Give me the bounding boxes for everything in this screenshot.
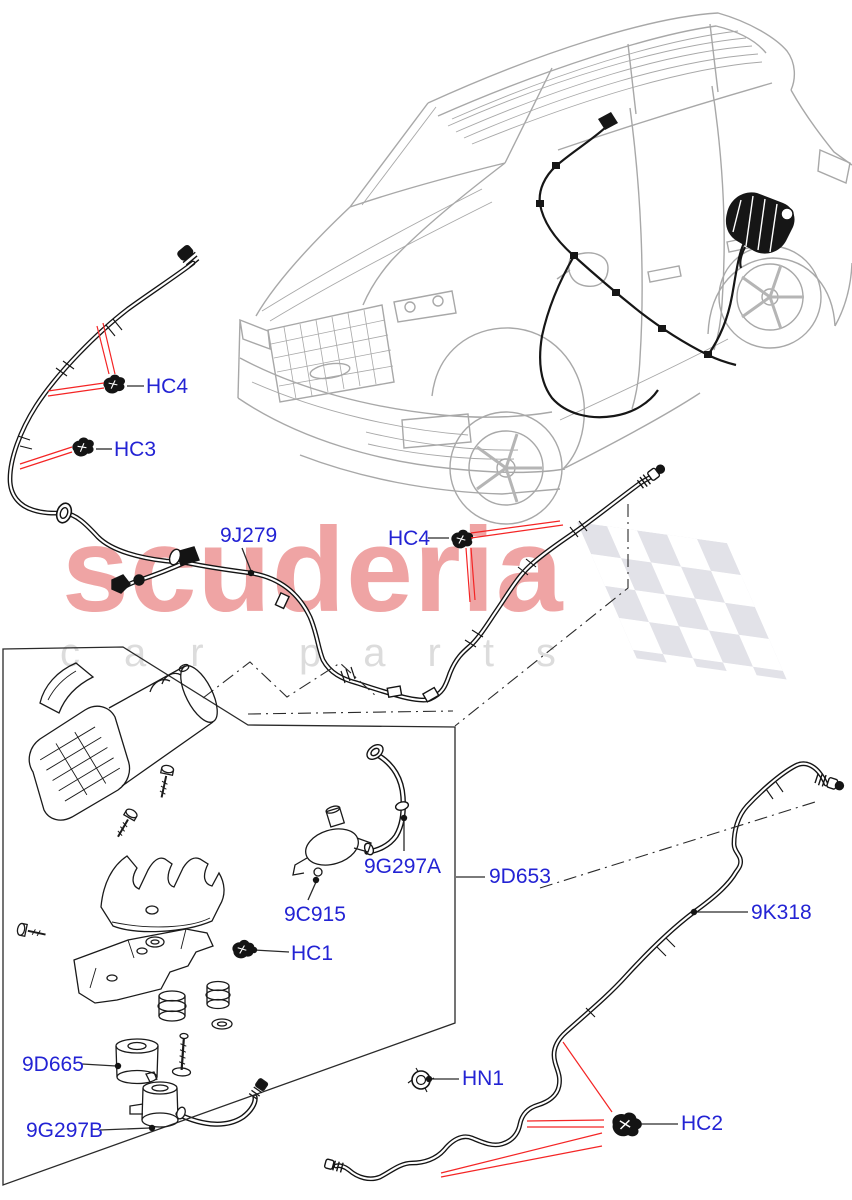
part-label-hc2[interactable]: HC2 [681,1112,724,1135]
tube-end-connector-top-left [177,245,200,268]
tube-clamp [274,591,290,610]
purge-valve [292,805,372,877]
tube-end-connector-right [636,464,666,489]
bolt [159,764,175,798]
bolt [117,808,138,838]
clip-hc4-upper [101,371,128,396]
part-label-hc4-lower[interactable]: HC4 [388,527,431,550]
branch-elbow-connector [111,574,131,594]
fastener-glyphs [69,371,644,1139]
tube-end-connector-9k318 [814,773,845,791]
washer [211,1018,233,1030]
watermark-brand-text: scuderia [62,503,564,637]
part-label-9g297b[interactable]: 9G297B [26,1119,104,1142]
part-label-hc4-upper[interactable]: HC4 [146,375,189,398]
grommet [55,502,73,524]
fuel-vapour-filter [115,1038,159,1085]
canister-kit-parts [16,662,372,1128]
vehicle-illustration [237,12,852,525]
part-label-9k318[interactable]: 9K318 [751,901,812,924]
stud-bolt [171,1032,192,1077]
leader-dots [114,569,698,1132]
part-label-hc3[interactable]: HC3 [114,438,157,461]
leak-detection-pump [129,1071,269,1128]
clip-hc4-lower [449,527,476,551]
part-label-9c915[interactable]: 9C915 [284,903,346,926]
rubber-bush [157,990,187,1022]
vehicle-fuel-vent-harness [536,112,795,419]
nut-hn1 [407,1067,435,1093]
tube-clamp [386,685,403,698]
hose-clamp [394,801,410,811]
part-label-hn1[interactable]: HN1 [462,1067,505,1090]
fuel-filler-assembly [725,192,795,254]
part-label-9d653[interactable]: 9D653 [489,865,551,888]
projection-lines [202,504,816,889]
watermark-tagline-parts: parts [299,631,598,675]
part-label-9d665[interactable]: 9D665 [22,1053,84,1076]
washer [145,936,165,948]
canister-bracket-lower [73,928,214,1004]
tube-fittings [17,245,845,1173]
canister-bracket-upper [100,855,225,933]
tube-end-fitting-bottom [323,1158,344,1173]
rubber-bush [205,980,231,1010]
vapour-tube-outlines [7,260,829,1182]
leader-lines [81,385,748,1131]
canister-cover [39,662,95,714]
tube-clamp [421,686,440,703]
bolt [16,922,46,938]
hose-9g297a-connector [366,744,384,760]
part-label-9g297a[interactable]: 9G297A [364,855,442,878]
clip-hc3 [69,434,98,460]
vapour-tube-cores [8,261,828,1180]
canister-kit-box [2,646,456,1186]
part-label-9j279[interactable]: 9J279 [220,524,278,547]
checkered-flag-watermark [577,522,787,680]
red-pointer-lines [19,322,613,1178]
sleeve-ticks [17,318,784,1018]
carbon-canister [28,663,218,821]
bellows [340,666,356,684]
part-label-hc1[interactable]: HC1 [291,942,334,965]
